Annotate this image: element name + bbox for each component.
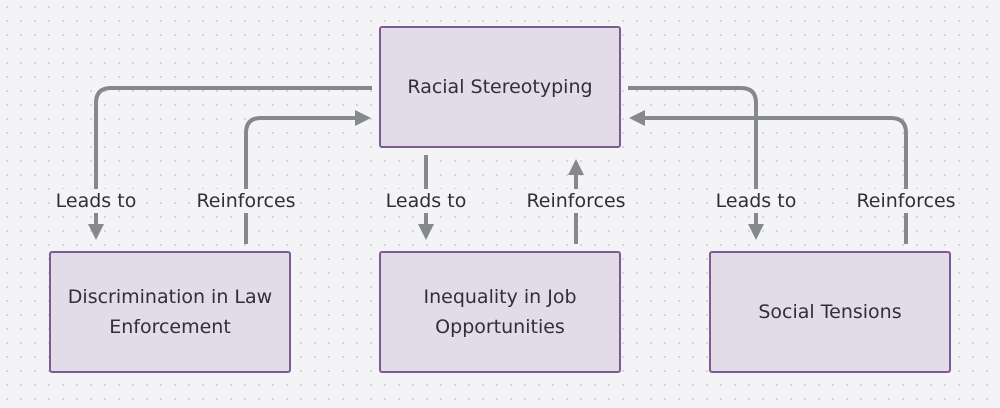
edge-label-leads-to: Leads to bbox=[52, 189, 140, 213]
edge-stereotyping-to-law-enforcement bbox=[88, 86, 372, 240]
node-label: Inequality in Job Opportunities bbox=[423, 286, 577, 338]
node-label: Racial Stereotyping bbox=[407, 76, 593, 98]
edge-label-reinforces: Reinforces bbox=[193, 189, 299, 213]
edge-label-leads-to: Leads to bbox=[382, 189, 470, 213]
node-inequality-in-job-opportunities[interactable]: Inequality in Job Opportunities bbox=[379, 251, 621, 373]
edge-label-leads-to: Leads to bbox=[712, 189, 800, 213]
node-label: Discrimination in Law Enforcement bbox=[67, 286, 273, 338]
edge-label-reinforces: Reinforces bbox=[523, 189, 629, 213]
edge-stereotyping-to-social-tensions bbox=[628, 86, 764, 240]
edge-label-reinforces: Reinforces bbox=[853, 189, 959, 213]
edge-social-tensions-to-stereotyping bbox=[629, 110, 908, 244]
node-racial-stereotyping[interactable]: Racial Stereotyping bbox=[379, 26, 621, 148]
node-discrimination-in-law-enforcement[interactable]: Discrimination in Law Enforcement bbox=[49, 251, 291, 373]
edge-law-enforcement-to-stereotyping bbox=[244, 110, 371, 244]
node-label: Social Tensions bbox=[758, 301, 902, 323]
node-social-tensions[interactable]: Social Tensions bbox=[709, 251, 951, 373]
